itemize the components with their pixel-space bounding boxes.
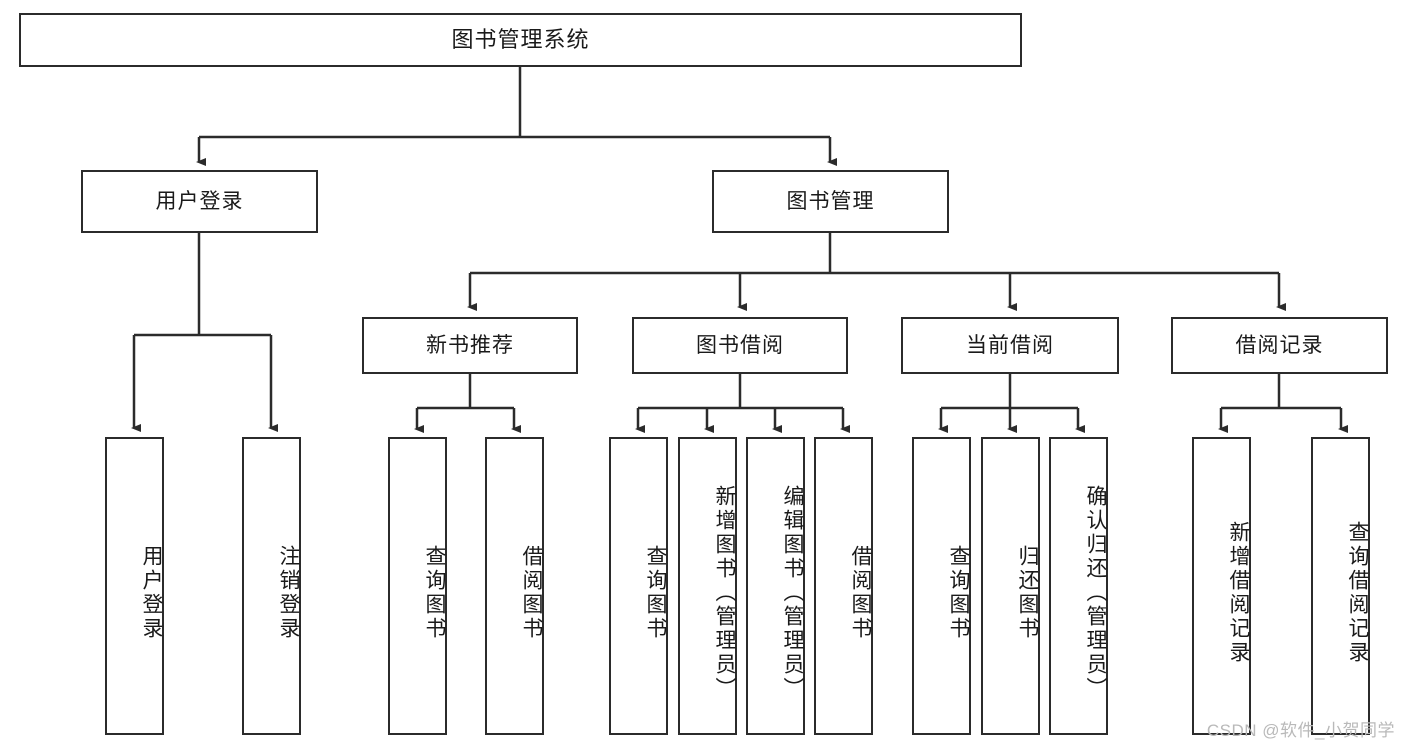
leaf-label: 新增借阅记录 [1227, 521, 1250, 665]
leaf-query-book-1[interactable]: 查询图书 [388, 437, 447, 735]
leaf-borrow-book-2[interactable]: 借阅图书 [814, 437, 873, 735]
leaf-label: 注销登录 [277, 545, 300, 641]
leaf-add-record[interactable]: 新增借阅记录 [1192, 437, 1251, 735]
leaf-borrow-book-1[interactable]: 借阅图书 [485, 437, 544, 735]
leaf-label: 确认归还（管理员） [1084, 485, 1107, 701]
leaf-query-record[interactable]: 查询借阅记录 [1311, 437, 1370, 735]
leaf-user-login[interactable]: 用户登录 [105, 437, 164, 735]
node-new-book-recommend[interactable]: 新书推荐 [362, 317, 578, 374]
leaf-query-book-3[interactable]: 查询图书 [912, 437, 971, 735]
leaf-label: 新增图书（管理员） [713, 485, 736, 701]
node-user-login[interactable]: 用户登录 [81, 170, 318, 233]
node-current-borrow[interactable]: 当前借阅 [901, 317, 1119, 374]
leaf-query-book-2[interactable]: 查询图书 [609, 437, 668, 735]
leaf-label: 编辑图书（管理员） [781, 485, 804, 701]
leaf-add-book[interactable]: 新增图书（管理员） [678, 437, 737, 735]
leaf-return-book[interactable]: 归还图书 [981, 437, 1040, 735]
leaf-label: 归还图书 [1016, 545, 1039, 641]
leaf-label: 借阅图书 [520, 545, 543, 641]
leaf-edit-book[interactable]: 编辑图书（管理员） [746, 437, 805, 735]
leaf-label: 查询图书 [644, 545, 667, 641]
leaf-label: 查询图书 [423, 545, 446, 641]
node-book-borrow[interactable]: 图书借阅 [632, 317, 848, 374]
leaf-user-logout[interactable]: 注销登录 [242, 437, 301, 735]
leaf-label: 查询图书 [947, 545, 970, 641]
leaf-label: 查询借阅记录 [1346, 521, 1369, 665]
node-book-management[interactable]: 图书管理 [712, 170, 949, 233]
leaf-label: 借阅图书 [849, 545, 872, 641]
leaf-confirm-return[interactable]: 确认归还（管理员） [1049, 437, 1108, 735]
csdn-watermark: CSDN @软件_小贺同学 [1206, 721, 1395, 740]
node-root-system[interactable]: 图书管理系统 [19, 13, 1022, 67]
leaf-label: 用户登录 [140, 545, 163, 641]
node-borrow-record[interactable]: 借阅记录 [1171, 317, 1388, 374]
